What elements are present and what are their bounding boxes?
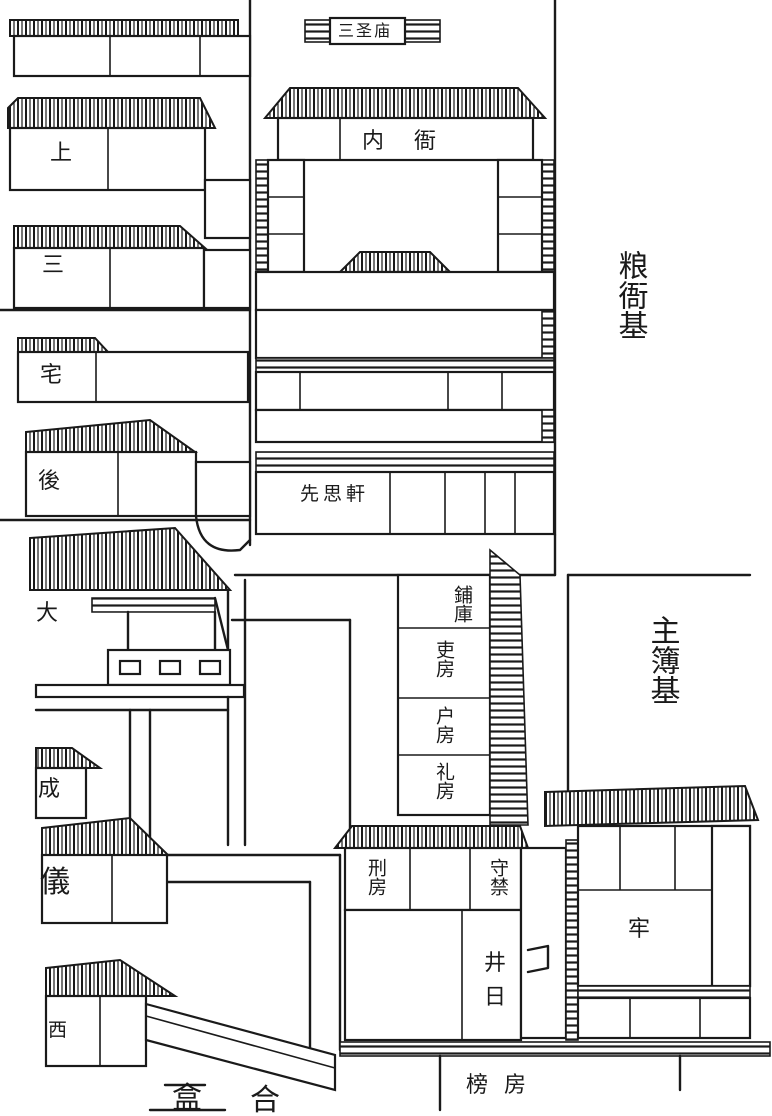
label-rite-gate: 成	[38, 777, 60, 802]
main-walls	[0, 0, 752, 847]
label-jail: 牢	[628, 917, 650, 942]
label-temple-sign: 三圣庙	[338, 21, 392, 40]
label-residence: 宅	[40, 363, 62, 388]
inner-office-compound	[254, 16, 556, 536]
label-grain-office-base: 粮衙基	[613, 250, 649, 340]
label-great: 大	[36, 601, 58, 626]
label-rites-room: 礼房	[433, 762, 455, 800]
jail-compound	[332, 784, 771, 1112]
label-rear: 後	[38, 469, 60, 494]
label-bottom-mid: 合	[250, 1083, 280, 1116]
label-hall-bottom-left: 盒	[172, 1081, 202, 1116]
label-third: 三	[42, 253, 64, 278]
label-jailer: 守禁	[487, 858, 509, 896]
label-registrar-base: 主簿基	[645, 615, 680, 705]
label-well: 井	[484, 951, 506, 976]
six-rooms-column	[396, 548, 529, 826]
label-treasury: 鋪庫	[451, 585, 473, 623]
label-xiansi-hall: 先思軒	[300, 483, 369, 505]
left-residence-rows	[7, 19, 342, 1112]
label-sun: 日	[484, 985, 506, 1010]
label-inner-office: 内衙	[362, 129, 466, 154]
label-punishment-room: 刑房	[365, 858, 387, 896]
label-ceremony: 儀	[40, 865, 70, 900]
label-household-room: 吏房	[433, 640, 455, 678]
label-revenue-room: 户房	[433, 706, 455, 744]
map-labels: 三圣庙 内衙 先思軒 粮衙基 主簿基 上 三 宅 後 大 成 儀 西 鋪庫 吏房…	[36, 21, 680, 1116]
label-upper: 上	[50, 141, 72, 166]
label-bang-room: 榜房	[466, 1073, 542, 1098]
label-west: 西	[48, 1019, 67, 1041]
